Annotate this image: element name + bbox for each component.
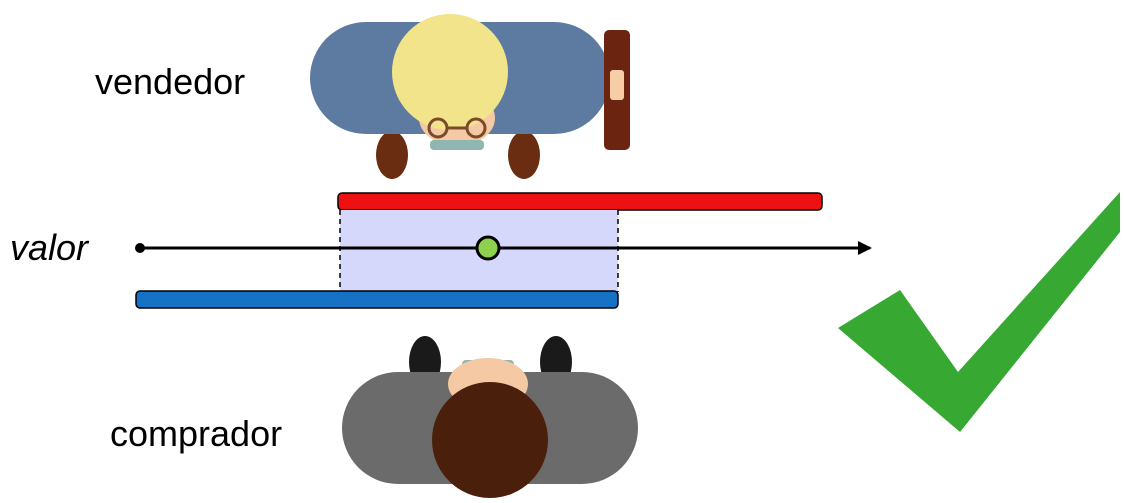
buyer-range-bar <box>135 290 619 309</box>
seller-label: vendedor <box>95 61 246 102</box>
seller-left-shoe <box>376 131 408 179</box>
seller-right-shoe <box>508 131 540 179</box>
seller-icon <box>310 14 630 179</box>
agreement-point <box>475 235 501 261</box>
checkmark-icon <box>838 192 1120 432</box>
buyer-icon <box>342 336 638 498</box>
buyer-label: comprador <box>110 413 283 454</box>
value-axis-label: valor <box>10 227 89 268</box>
seller-hair <box>392 14 508 130</box>
seller-range-bar <box>337 192 823 211</box>
seller-hand <box>610 70 624 100</box>
seller-collar <box>430 140 484 150</box>
buyer-hair <box>432 382 548 498</box>
